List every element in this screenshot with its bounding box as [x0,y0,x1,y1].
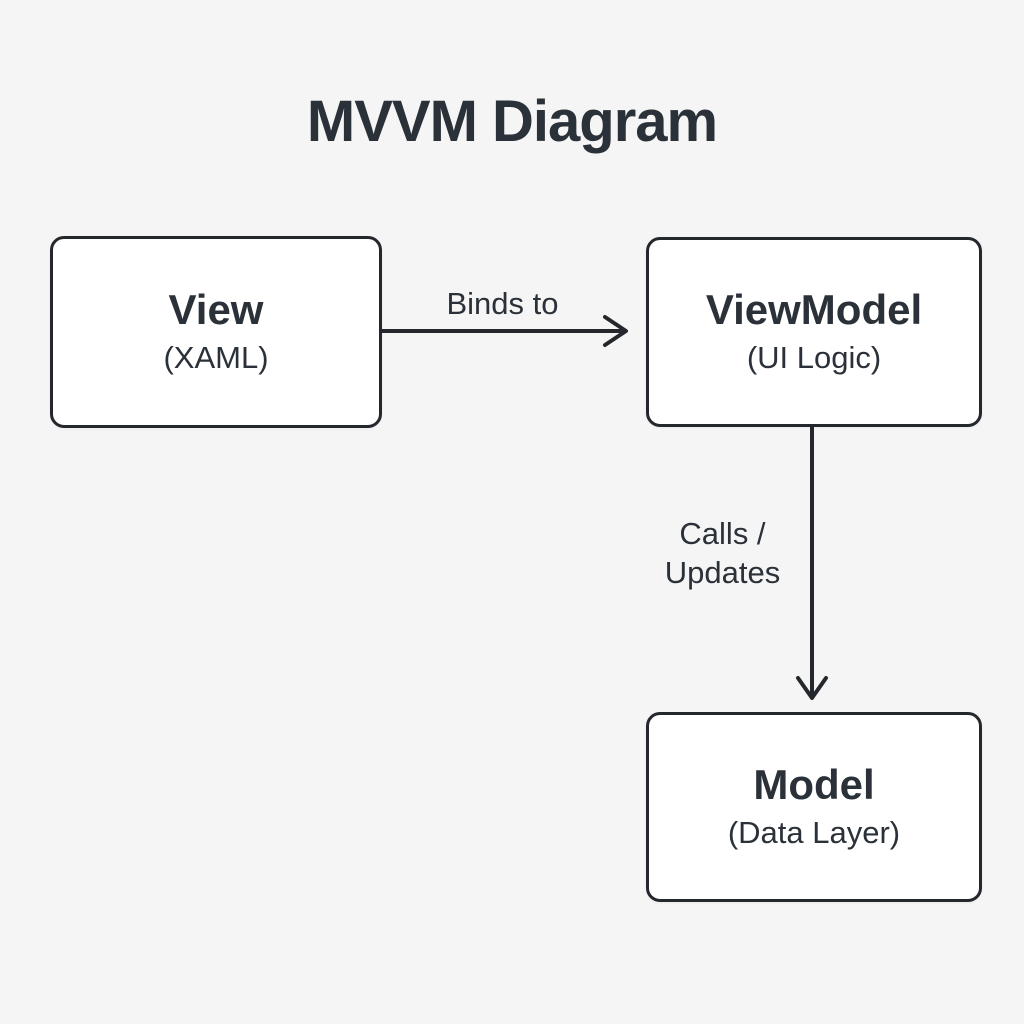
node-model-title: Model [753,760,875,808]
arrowhead-down-icon [796,676,828,700]
arrowhead-right-icon [603,315,628,347]
node-viewmodel-subtitle: (UI Logic) [746,340,882,375]
node-view-subtitle: (XAML) [163,340,269,375]
node-view-title: View [168,285,264,333]
node-viewmodel-title: ViewModel [705,285,923,333]
node-viewmodel: ViewModel (UI Logic) [646,237,982,427]
node-view: View (XAML) [50,236,382,428]
diagram-title: MVVM Diagram [306,89,718,154]
node-model-subtitle: (Data Layer) [727,815,901,850]
edge-label-binds-to: Binds to [446,286,559,321]
edge-label-calls-updates: Calls / Updates [664,516,781,590]
node-model: Model (Data Layer) [646,712,982,902]
